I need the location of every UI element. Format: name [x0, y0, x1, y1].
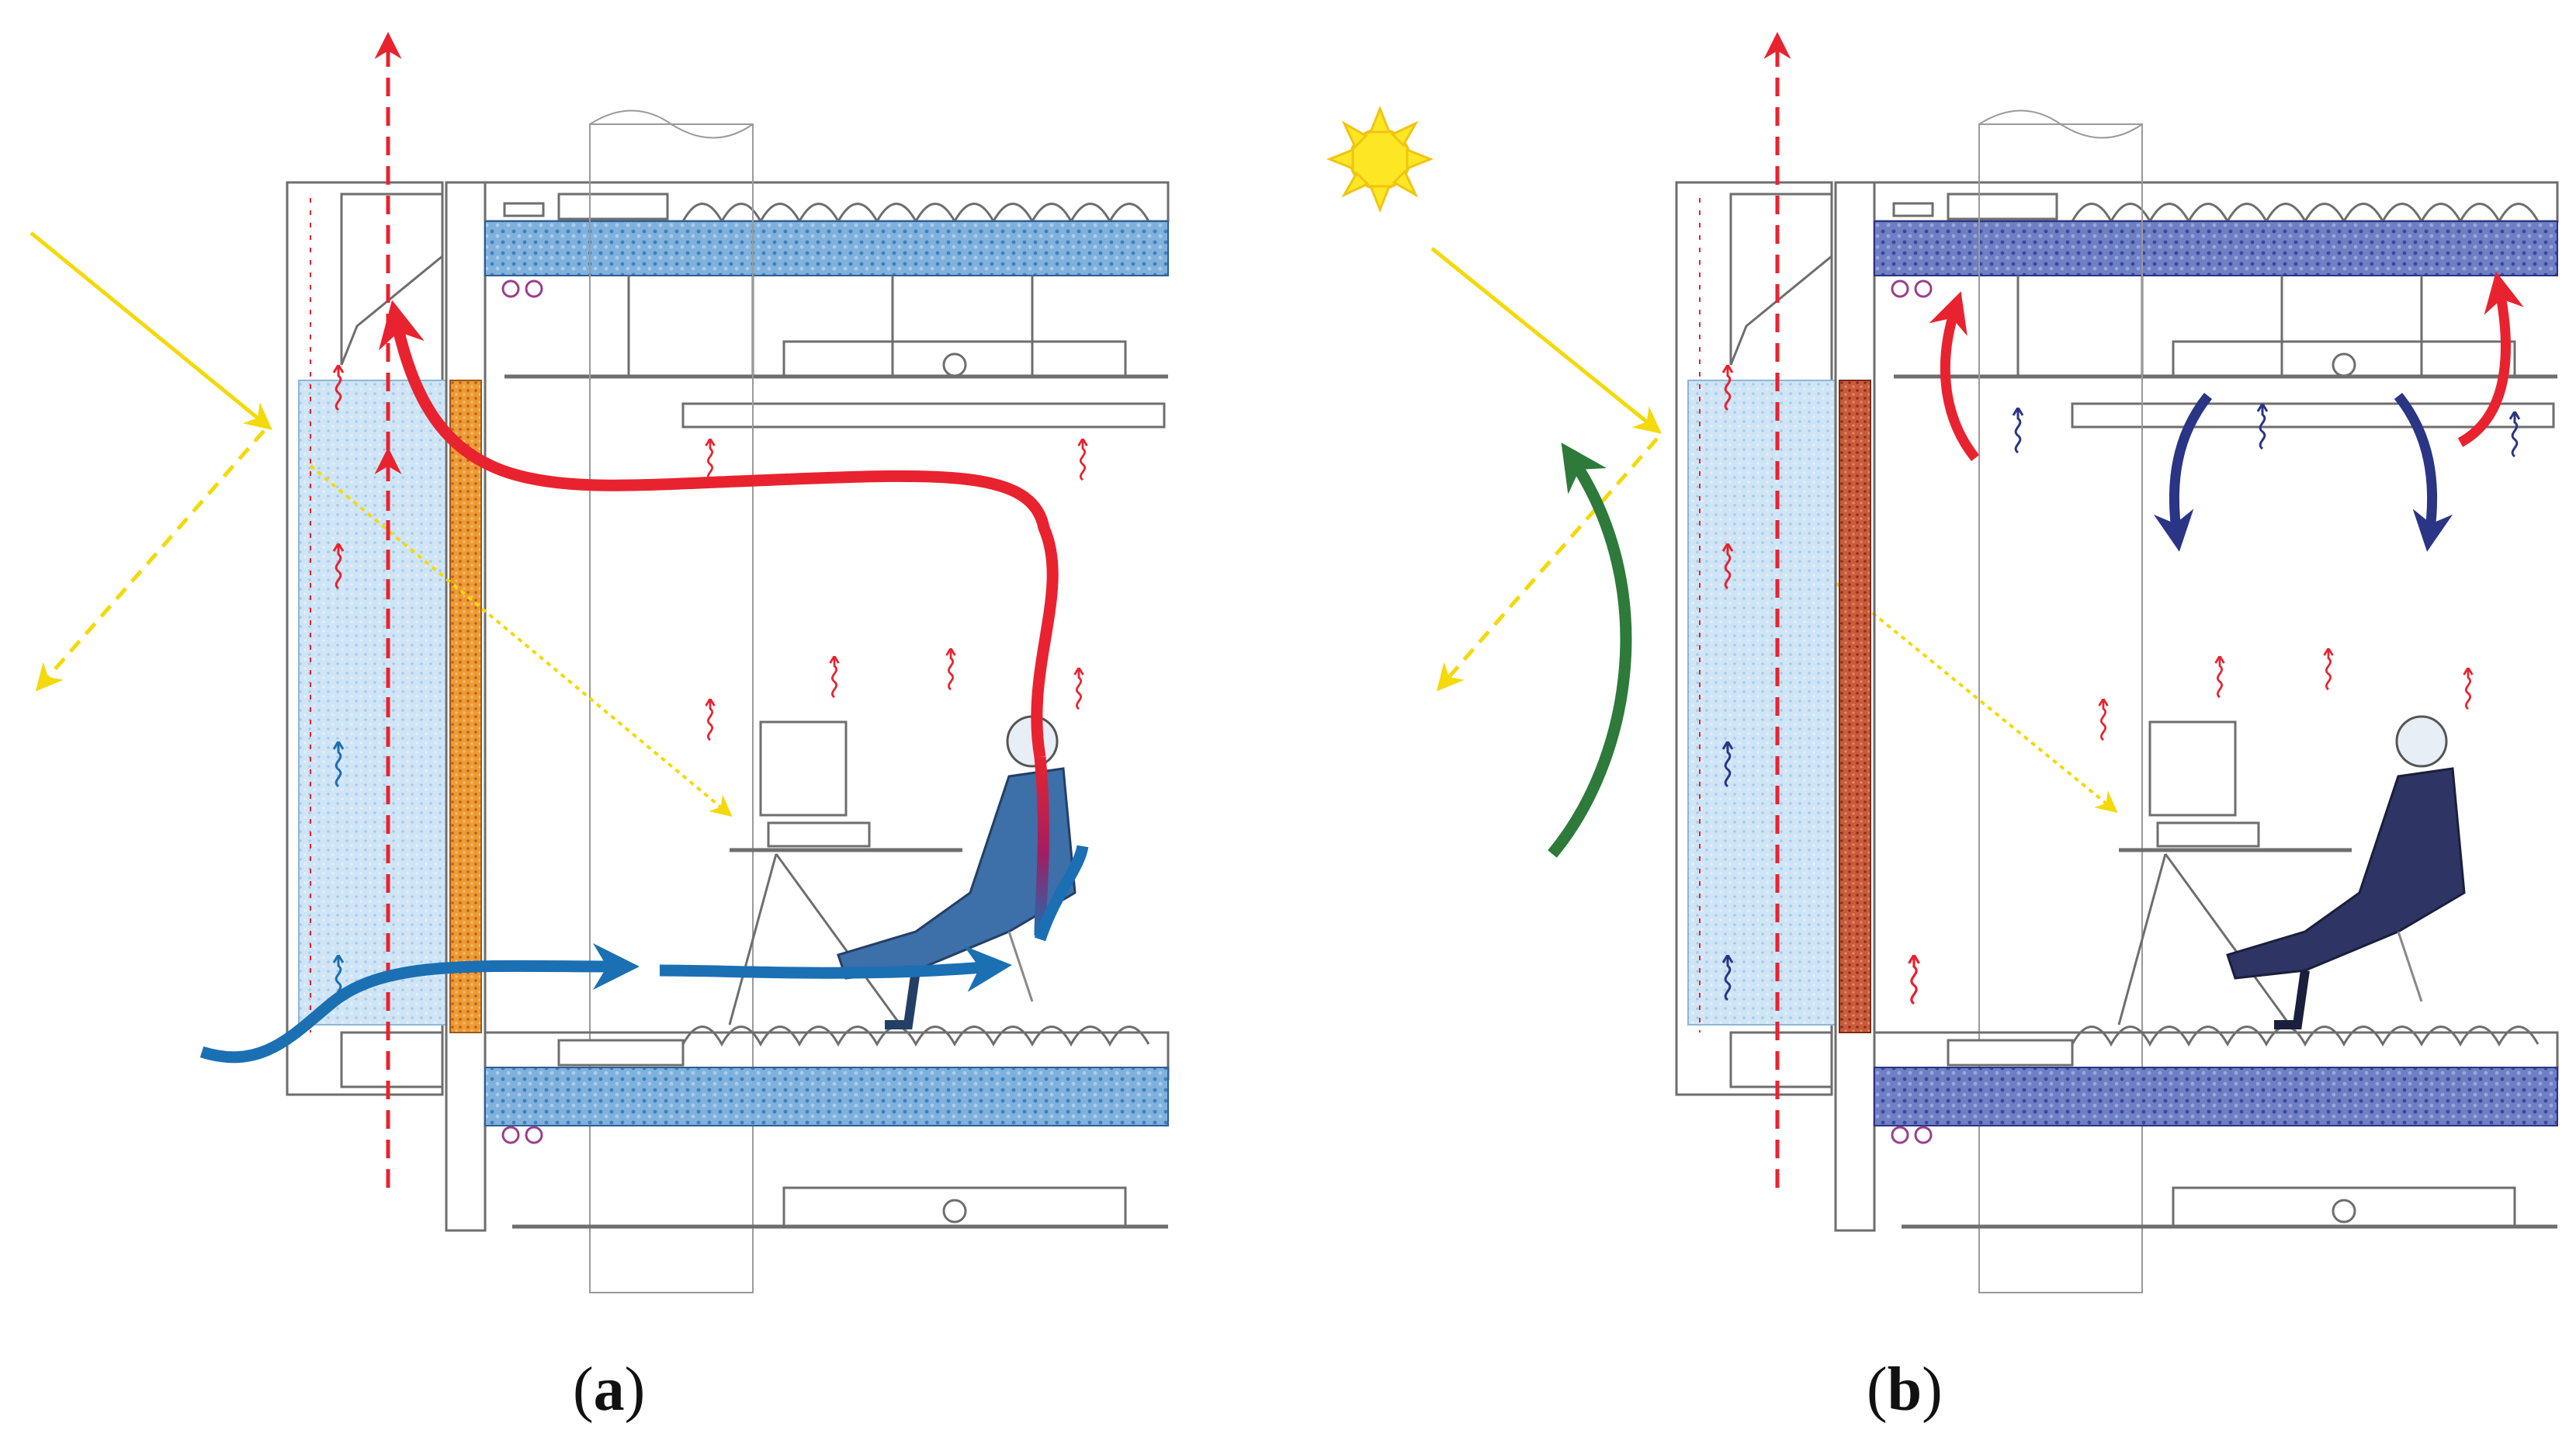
panel-b-diagram — [1326, 32, 2559, 1293]
label-paren-open: ( — [573, 1355, 594, 1424]
cavity-glazing — [298, 380, 447, 1026]
heat-wave-icon — [1077, 439, 1088, 481]
heat-wave-icon — [2012, 408, 2024, 454]
panel-a-label: (a) — [573, 1355, 645, 1425]
upper-floor-slab — [1874, 220, 2558, 276]
upper-floor-slab — [484, 220, 1169, 276]
person-at-desk-icon — [2226, 715, 2466, 1029]
label-paren-close: ) — [624, 1355, 646, 1424]
ceiling-duct — [2071, 402, 2555, 429]
panel-b-label: (b) — [1867, 1355, 1943, 1425]
heat-wave-icon — [2098, 699, 2109, 741]
inner-insulated-wall — [449, 380, 482, 1033]
warm-air-path-b-left — [1929, 291, 1980, 462]
computer-monitor-icon — [2148, 720, 2260, 848]
heat-wave-icon — [705, 699, 716, 741]
heat-wave-icon — [705, 439, 716, 481]
inner-insulated-wall — [1839, 380, 1871, 1033]
heat-wave-icon — [1073, 668, 1084, 710]
panel-a-diagram — [29, 32, 1170, 1293]
label-letter: b — [1887, 1355, 1922, 1424]
sun-icon — [1326, 105, 1434, 213]
outside-air-arrow-b — [1548, 443, 1632, 858]
lower-floor-slab — [1874, 1067, 2558, 1126]
warm-air-path-b-right — [2457, 271, 2524, 447]
heat-wave-icon — [945, 648, 956, 691]
ceiling-duct — [681, 402, 1166, 429]
heat-wave-icon — [2463, 668, 2474, 710]
cool-air-path-b-right — [2394, 392, 2453, 552]
warm-air-path-a — [378, 300, 1059, 758]
heat-wave-icon — [2508, 411, 2521, 458]
computer-monitor-icon — [759, 720, 871, 848]
heat-wave-icon — [2323, 648, 2334, 691]
cool-air-path-b-left — [2153, 392, 2213, 552]
heat-wave-icon — [2214, 656, 2225, 699]
label-letter: a — [593, 1355, 625, 1424]
heat-wave-icon — [829, 656, 840, 699]
cavity-glazing — [1687, 380, 1836, 1026]
cool-air-path-a — [199, 942, 640, 1064]
lower-floor-slab — [484, 1067, 1169, 1126]
heat-wave-icon — [1907, 955, 1921, 1005]
label-paren-close: ) — [1922, 1355, 1943, 1424]
label-paren-open: ( — [1867, 1355, 1888, 1424]
